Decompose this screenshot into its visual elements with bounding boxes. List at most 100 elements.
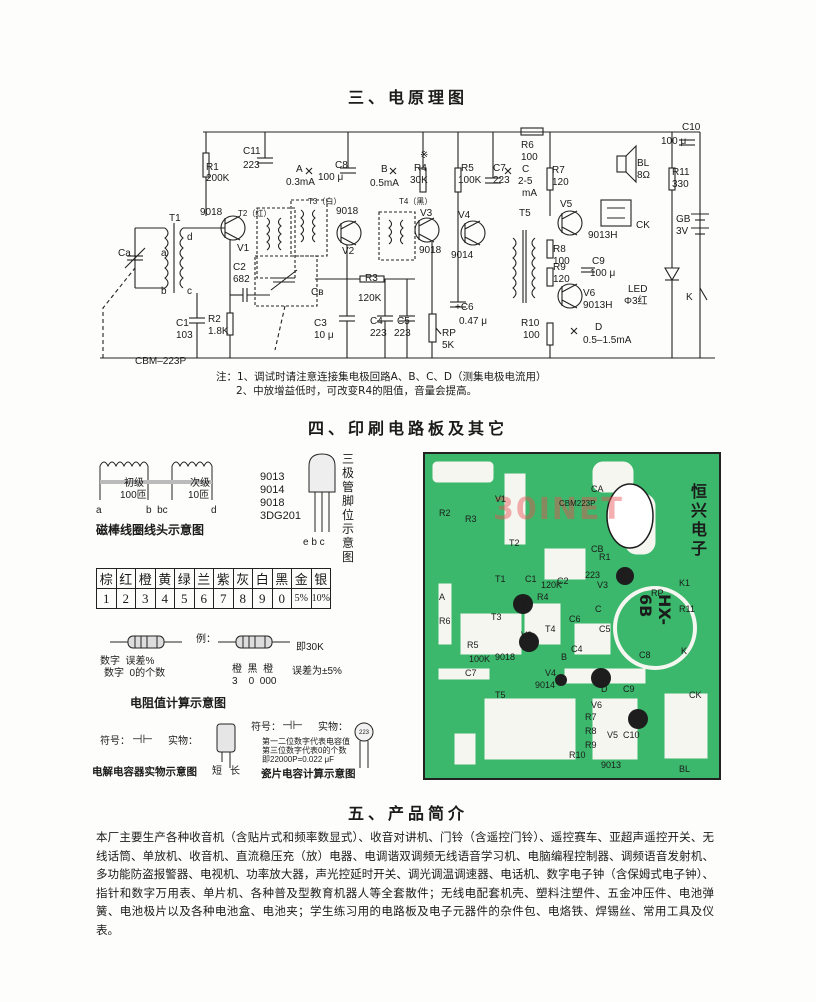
pcb-label: V4 (545, 668, 557, 678)
r1-label: R1 (206, 162, 219, 173)
pcb-label: C6 (569, 614, 581, 624)
schematic-note-2: 2、中放增益低时，可改变R4的阻值，音量会提高。 (236, 385, 478, 397)
r11-label: R11 (672, 167, 690, 178)
pcb-label: C2 (557, 576, 569, 586)
pcb-label: R11 (679, 604, 695, 614)
ceramic-code: 223 (359, 730, 370, 736)
pcb-label: V5 (607, 730, 619, 740)
led-label: LED (628, 284, 648, 295)
r4-label: R4 (414, 163, 427, 174)
pcb-label: R5 (467, 640, 479, 650)
pcb-label: T3 (491, 612, 502, 622)
v3-model: 9018 (419, 245, 442, 256)
resistor-result: 即30K (296, 642, 324, 653)
value-cell: 9 (252, 588, 273, 609)
coil-pin-a: a (96, 505, 102, 516)
color-code-table: 棕 红 橙 黄 绿 兰 紫 灰 白 黑 金 银 1 2 3 4 5 6 7 8 … (96, 568, 331, 609)
v2-label: V2 (342, 246, 355, 257)
r2-value: 1.8K (208, 326, 229, 337)
v6-label: V6 (583, 288, 596, 299)
r10-label: R10 (521, 318, 540, 329)
ceramic-line-1: 第一二位数字代表电容值 (262, 737, 350, 746)
pcb-label: CBM223P (559, 499, 596, 508)
resistor-example: 例： (196, 634, 216, 645)
c8-label: C8 (335, 160, 348, 171)
value-row: 1 2 3 4 5 6 7 8 9 0 5% 10% (96, 588, 331, 609)
r5-label: R5 (461, 163, 474, 174)
pcb-label: T5 (495, 690, 506, 700)
test-point-d: D (595, 322, 603, 333)
ceramic-symbol-label: 符号： (251, 722, 281, 733)
coil-diagram (99, 461, 213, 500)
pcb-board: 恒兴电子 HX-6B 30INET A B C D K K1 RP CK BL … (423, 452, 721, 780)
pcb-label: 9014 (535, 680, 556, 690)
resistor-icons (110, 635, 290, 649)
pcb-label: R4 (537, 592, 549, 602)
pcb-label: 100K (469, 654, 491, 664)
color-cell: 金 (291, 568, 312, 589)
ceramic-line-2: 第三位数字代表0的个数 (262, 746, 347, 755)
pcb-label: RP (651, 588, 664, 598)
resistor-left-labels: 数字 误差% (100, 656, 155, 667)
c7-value: 223 (493, 175, 510, 186)
pcb-label: R10 (569, 750, 586, 760)
gb-value: 3V (676, 226, 689, 237)
r3-value: 120K (358, 293, 382, 304)
pcb-label: R6 (439, 616, 451, 626)
c5-label: C5 (397, 316, 410, 327)
t5-label: T5 (519, 208, 531, 219)
value-cell: 4 (154, 588, 175, 609)
c3-value: 10 μ (314, 330, 334, 341)
t4-label: T4（黑） (399, 197, 433, 206)
section-3-title: 三、电原理图 (347, 88, 468, 107)
pcb-label: C9 (623, 684, 635, 694)
r10-value: 100 (523, 330, 540, 341)
r6-label: R6 (521, 140, 534, 151)
rp-value: 5K (442, 340, 455, 351)
test-point-a: A (296, 164, 303, 175)
coil-primary-turns: 100匝 (120, 490, 147, 501)
ceramic-line-3: 即22000P=0.022 μF (262, 755, 334, 764)
value-cell: 0 (271, 588, 292, 609)
c-current: 2-5 (518, 176, 533, 187)
r8-value: 100 (553, 256, 570, 267)
pcb-label: 9013 (601, 760, 622, 770)
value-cell: 5 (174, 588, 195, 609)
ceramic-real-label: 实物： (318, 722, 348, 733)
r8-label: R8 (553, 244, 566, 255)
pcb-label: D (601, 684, 608, 694)
coil-pin-d: d (211, 505, 217, 516)
pcb-label: K1 (679, 578, 691, 588)
c10-label: C10 (682, 122, 701, 133)
c2-value: 682 (233, 274, 250, 285)
section-5-title: 五、产品简介 (347, 804, 468, 823)
c9-value: 100 μ (590, 268, 616, 279)
c4-label: C4 (370, 316, 383, 327)
value-cell: 10% (310, 588, 331, 609)
electrolytic-symbol-label: 符号： (100, 736, 130, 747)
color-cell: 黑 (271, 568, 292, 589)
transistor-model-2: 9014 (260, 484, 285, 496)
c1-label: C1 (176, 318, 189, 329)
resistor-caption: 电阻值计算示意图 (130, 696, 227, 710)
transistor-caption: 三极管脚位示意图 (342, 452, 355, 564)
pcb-label: 120K (541, 580, 563, 590)
r7-label: R7 (552, 165, 565, 176)
product-intro-text: 本厂主要生产各种收音机（含贴片式和频率数显式）、收音对讲机、门铃（含遥控门铃）、… (96, 830, 714, 937)
pcb-label: T1 (495, 574, 506, 584)
pcb-label: R1 (599, 552, 611, 562)
resistor-example-digits: 3 0 000 (232, 676, 277, 687)
ceramic-capacitor-icon (354, 722, 374, 768)
ca-label: Ca (118, 248, 131, 259)
pcb-label: BL (679, 764, 691, 774)
a-current: 0.3mA (286, 177, 315, 188)
c6-label: +C6 (455, 302, 474, 313)
coil-primary: 初级 (124, 478, 144, 489)
transistor-pins: e b c (303, 537, 325, 548)
pcb-label: V1 (495, 494, 507, 504)
color-cell: 红 (115, 568, 136, 589)
c11-value: 223 (243, 160, 260, 171)
ceramic-caption: 瓷片电容计算示意图 (261, 768, 356, 780)
bl-label: BL (637, 158, 650, 169)
transistor-model-4: 3DG201 (260, 510, 301, 522)
